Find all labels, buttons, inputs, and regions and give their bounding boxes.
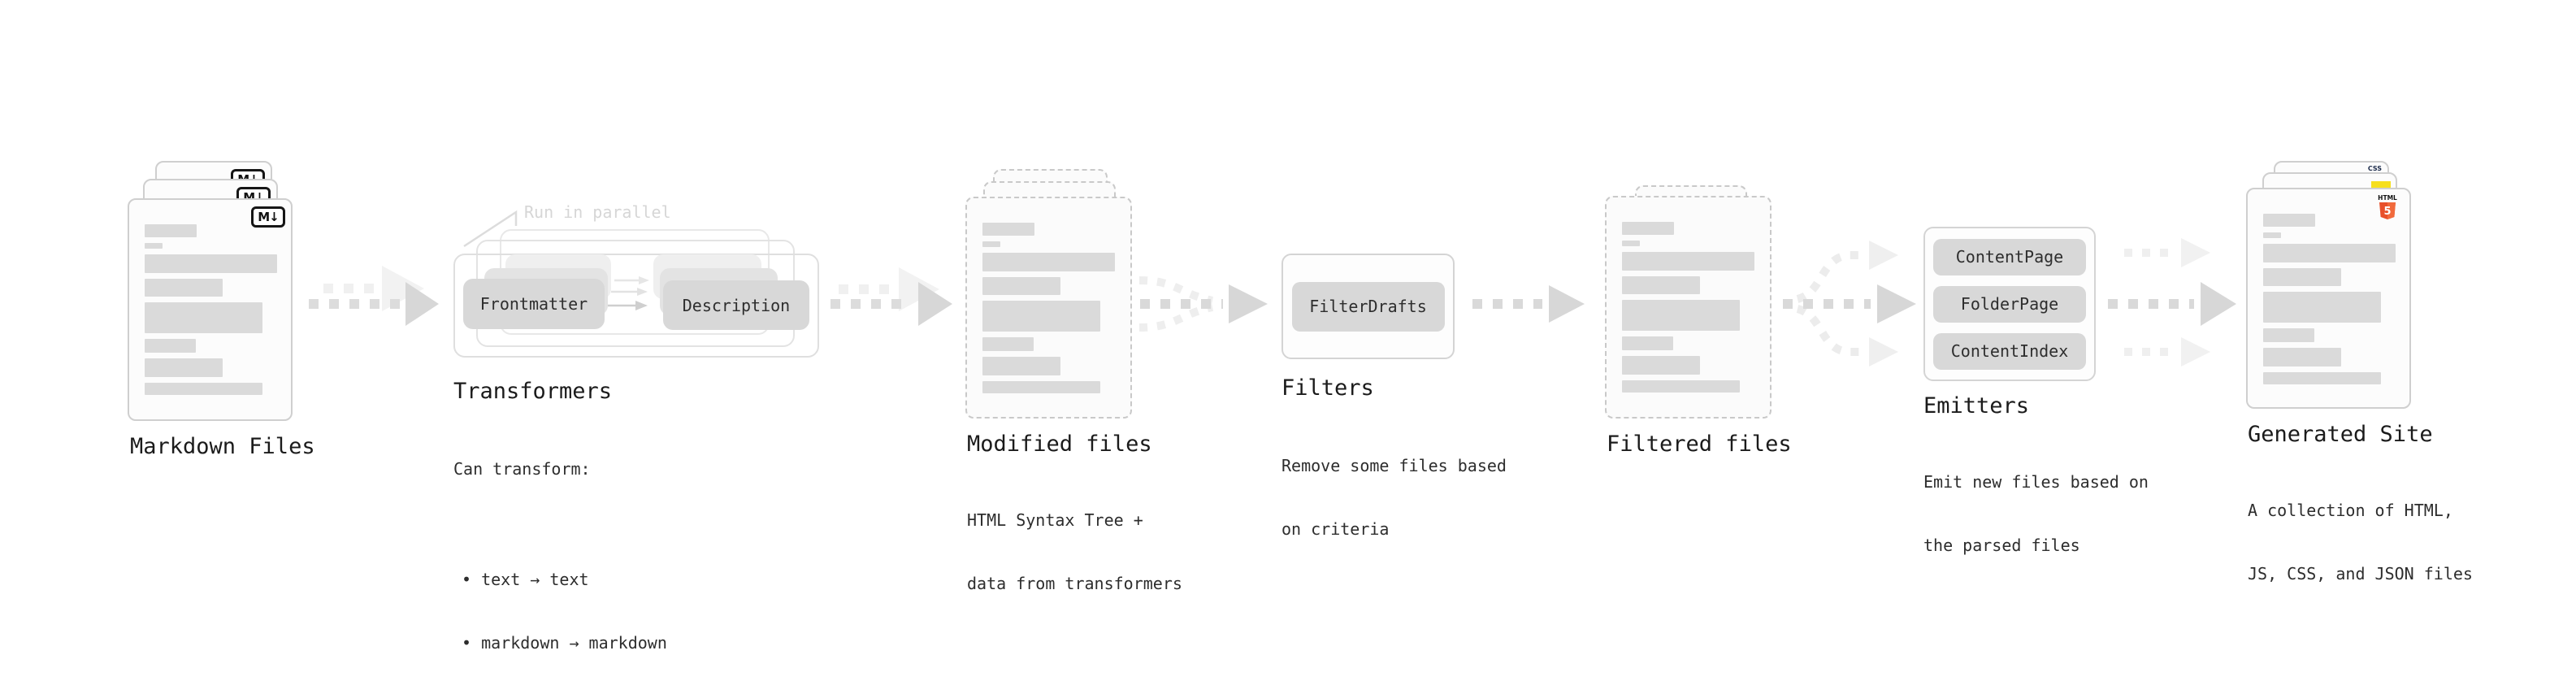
transformers-box-front (453, 254, 819, 358)
label-modified-files: Modified files (967, 432, 1152, 457)
description-node: Description (663, 280, 809, 330)
emitters-panel: ContentPage FolderPage ContentIndex (1923, 227, 2096, 381)
modified-files-caption: HTML Syntax Tree + data from transformer… (967, 467, 1182, 636)
filters-caption: Remove some files based on criteria (1281, 413, 1507, 582)
arrow-filters-to-filtered (1472, 285, 1585, 323)
transformers-caption-title: Can transform: (453, 459, 591, 479)
folderpage-node: FolderPage (1933, 285, 2086, 323)
document-skeleton-lines (982, 223, 1115, 393)
arrow-markdown-to-transformers (309, 266, 439, 326)
caption-line: data from transformers (967, 574, 1182, 593)
run-in-parallel-label: Run in parallel (524, 202, 671, 222)
label-filters: Filters (1281, 375, 1374, 401)
label-transformers: Transformers (453, 379, 613, 404)
emitters-caption: Emit new files based on the parsed files (1923, 429, 2149, 598)
filters-panel: FilterDrafts (1281, 254, 1455, 359)
generated-html-card: HTML 5 (2246, 188, 2411, 409)
arrow-merge-modified-to-filters (1138, 276, 1268, 332)
markdown-icon: M↓ (251, 206, 285, 228)
caption-line: Emit new files based on (1923, 472, 2149, 492)
caption-line: on criteria (1281, 519, 1390, 539)
label-generated-site: Generated Site (2248, 422, 2433, 447)
transformers-bullet: • text → text (462, 570, 589, 589)
run-in-parallel-callout-line (463, 210, 518, 248)
filterdrafts-node: FilterDrafts (1291, 281, 1445, 332)
transformers-caption: Can transform: • text → text • markdown … (453, 416, 667, 681)
contentpage-node: ContentPage (1933, 238, 2086, 275)
caption-line: JS, CSS, and JSON files (2248, 564, 2473, 583)
arrows-frontmatter-to-description (608, 276, 649, 310)
js-badge-icon (2371, 181, 2391, 190)
transformers-bullet: • markdown → markdown (462, 633, 667, 653)
contentindex-node: ContentIndex (1933, 332, 2086, 370)
html5-icon: HTML 5 (2378, 194, 2397, 219)
label-filtered-files: Filtered files (1607, 432, 1792, 457)
svg-text:5: 5 (2383, 206, 2391, 218)
document-skeleton-lines (145, 224, 277, 395)
caption-line: the parsed files (1923, 536, 2080, 555)
generated-site-caption: A collection of HTML, JS, CSS, and JSON … (2248, 458, 2473, 627)
markdown-file-card-front: M↓ (128, 198, 293, 421)
arrow-fanout-filtered-to-emitters (1783, 241, 1916, 367)
filtered-file-card-front (1605, 196, 1772, 419)
svg-text:HTML: HTML (2378, 194, 2397, 202)
caption-line: Remove some files based (1281, 456, 1507, 475)
caption-line: HTML Syntax Tree + (967, 510, 1143, 530)
document-skeleton-lines (2263, 214, 2396, 384)
label-emitters: Emitters (1923, 393, 2030, 419)
caption-line: A collection of HTML, (2248, 501, 2453, 520)
frontmatter-node: Frontmatter (463, 279, 605, 329)
document-skeleton-lines (1622, 222, 1754, 393)
label-markdown-files: Markdown Files (130, 434, 315, 459)
modified-file-card-front (965, 197, 1132, 419)
arrow-transformers-to-modified (830, 267, 952, 326)
arrows-emitters-to-generated (2108, 238, 2236, 367)
